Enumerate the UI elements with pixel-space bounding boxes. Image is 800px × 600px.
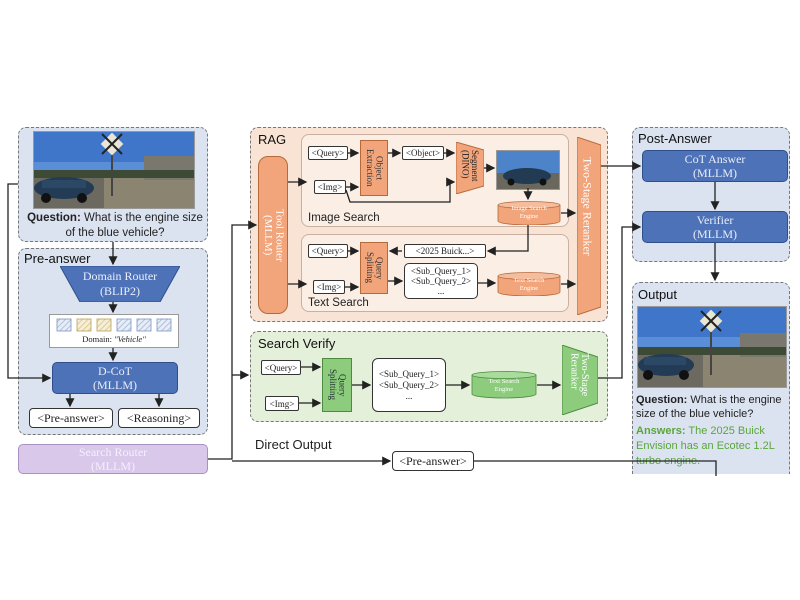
dcot-box: D-CoT(MLLM): [52, 362, 178, 394]
segment-box: Segment(DINO): [456, 142, 484, 194]
search-router-box: Search Router(MLLM): [18, 444, 208, 474]
pre-answer-tag: <Pre-answer>: [29, 408, 113, 428]
text-search-title: Text Search: [308, 297, 369, 309]
output-title: Output: [638, 287, 678, 302]
text-query-tag: <Query>: [308, 244, 348, 258]
segmented-vehicle-photo: [496, 150, 560, 190]
domain-tokens: [55, 318, 175, 332]
rag-title: RAG: [258, 132, 287, 147]
rag-sub-queries-box: <Sub_Query_1><Sub_Query_2>...: [404, 263, 478, 299]
rag-reranker: Two-Stage Reranker: [577, 137, 601, 315]
verify-img-tag: <Img>: [265, 396, 299, 411]
post-answer-title: Post-Answer: [638, 131, 712, 146]
output-photo: [637, 306, 787, 388]
verifier-box: Verifier(MLLM): [642, 211, 788, 243]
domain-label: Domain: "Vehicle": [82, 334, 146, 344]
direct-pre-answer-tag: <Pre-answer>: [392, 451, 474, 471]
text-result-tag: <2025 Buick...>: [404, 244, 486, 258]
reasoning-tag: <Reasoning>: [118, 408, 200, 428]
object-tag: <Object>: [402, 146, 444, 160]
image-search-title: Image Search: [308, 212, 380, 224]
direct-output-title: Direct Output: [255, 437, 332, 452]
verify-query-tag: <Query>: [261, 360, 301, 375]
cot-answer-box: CoT Answer(MLLM): [642, 150, 788, 182]
domain-router: Domain Router(BLIP2): [60, 266, 180, 302]
verify-sub-queries-box: <Sub_Query_1><Sub_Query_2>...: [372, 358, 446, 412]
image-query-tag: <Query>: [308, 146, 348, 160]
tool-router-box: Tool Router(MLLM): [258, 156, 288, 314]
search-verify-title: Search Verify: [258, 336, 336, 351]
image-img-tag: <Img>: [314, 180, 346, 194]
input-photo: [33, 131, 195, 209]
text-img-tag: <Img>: [313, 280, 345, 294]
pre-answer-title: Pre-answer: [24, 251, 91, 266]
